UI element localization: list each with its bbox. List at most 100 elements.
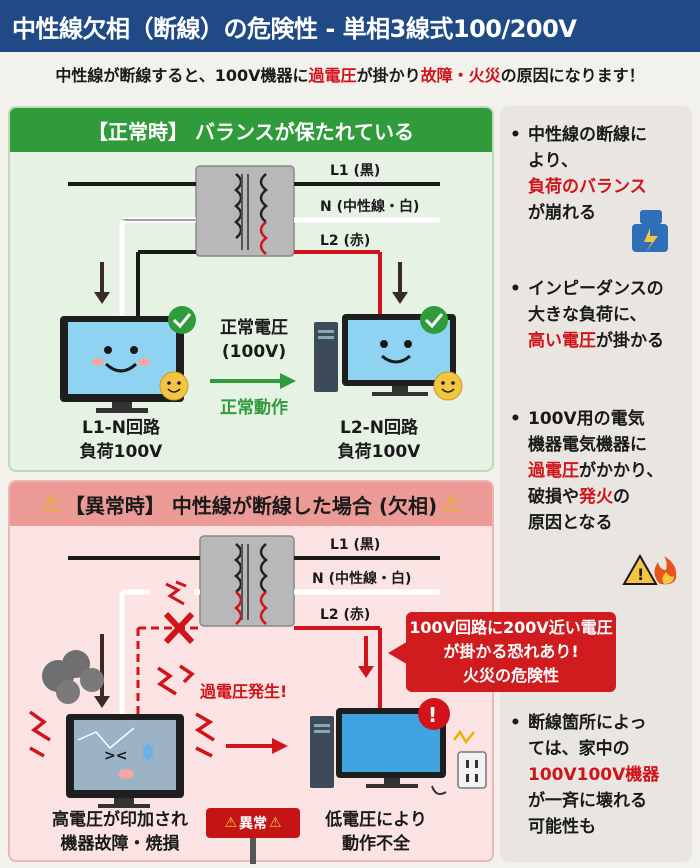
spark-icon [194,712,215,758]
svg-text:!: ! [428,703,437,727]
subtitle-red-1: 過電圧 [308,66,357,85]
right-damage-line-1: 低電圧により [325,810,427,830]
left-circuit-line-2: 負荷100V [79,442,163,462]
side-item-3: •100V用の電気 機器電気機器に 過電圧がかかり、 破損や発火の 原因となる [510,406,688,536]
abnormal-sign: ⚠ 異常 ⚠ [206,808,300,838]
side-text: 断線箇所によっ [528,713,647,733]
warning-icon: ⚠ [269,815,282,831]
side-text: インピーダンスの [528,279,664,299]
wire-label-l2: L2 (赤) [320,607,371,623]
down-arrow-icon [94,634,110,708]
side-text-red: 過電圧 [528,461,579,481]
outlet-icon [431,751,487,795]
side-text: が一斉に壊れる [528,791,647,811]
normal-transformer [195,165,295,257]
down-arrow-icon [358,636,374,678]
spark-icon [156,664,195,696]
normal-voltage-line-2: (100V) [221,342,287,362]
sign-post [250,838,256,864]
smile-face-icon [433,371,463,401]
break-cross-icon [163,611,195,645]
warning-fire-icon: ! [622,553,677,585]
normal-header-text: 【正常時】 バランスが保たれている [88,119,414,144]
side-text: 原因となる [528,513,613,533]
overvoltage-label: 過電圧発生! [200,682,288,701]
side-text: より、 [528,151,578,171]
subtitle-part-3: の原因になります！ [500,66,645,85]
callout-pointer [388,640,410,666]
normal-voltage-line-1: 正常電圧 [220,318,288,338]
subtitle-part-2: が掛かり [356,66,421,85]
smoke-icon [42,650,104,704]
side-text: 大きな負荷に、 [528,305,647,325]
unplug-icon [632,210,668,252]
spark-icon [453,729,475,745]
broken-tv-icon: >< [66,714,184,808]
tv-icon [60,316,184,413]
side-item-2: •インピーダンスの 大きな負荷に、 高い電圧が掛かる [510,276,688,354]
normal-wires [68,182,440,318]
right-damage-line-2: 動作不全 [342,834,410,854]
side-text: 100V用の電気 [528,409,645,429]
warning-icon: ⚠ [441,491,461,517]
right-arrow-icon [226,738,288,754]
side-text-red: 発火 [579,487,613,507]
danger-callout: 100V回路に200V近い電圧 が掛かる恐れあり! 火災の危険性 [406,612,616,692]
down-arrow-icon [94,262,110,304]
callout-line-1: 100V回路に200V近い電圧 [409,618,613,637]
normal-voltage-label: 正常電圧 (100V) [206,316,302,364]
subtitle-red-2: 故障・火災 [420,66,501,85]
side-text-red: 負荷のバランス [528,177,647,197]
abnormal-header-text: 【異常時】 中性線が断線した場合 (欠相) [64,493,438,518]
right-circuit-line-2: 負荷100V [337,442,421,462]
abnormal-transformer [199,535,295,627]
left-circuit-label: L1-N回路 負荷100V [66,416,176,464]
side-panel: •中性線の断線に より、 負荷のバランス が崩れる •インピーダンスの 大きな負… [500,106,692,862]
check-icon [168,306,196,334]
subtitle-part-1: 中性線が断線すると、100V機器に [55,66,309,85]
side-text: ては、家中の [528,739,630,759]
svg-text:!: ! [637,565,644,584]
side-text: 破損や [528,487,579,507]
callout-line-3: 火災の危険性 [462,666,559,685]
side-item-1: •中性線の断線に より、 負荷のバランス が崩れる [510,122,688,226]
right-circuit-line-1: L2-N回路 [340,418,418,438]
page-title: 中性線欠相（断線）の危険性 - 単相3線式100/200V [0,0,700,52]
side-text: が掛かる [596,331,664,351]
normal-status-label: 正常動作 [220,398,288,418]
wire-label-l2: L2 (赤) [320,233,371,249]
side-text: が崩れる [528,203,596,223]
side-text-red: 高い電圧 [528,331,596,351]
left-circuit-line-1: L1-N回路 [82,418,160,438]
side-text: 中性線の断線に [528,125,647,145]
spark-icon [28,710,51,758]
down-arrow-icon [392,262,408,304]
callout-line-2: が掛かる恐れあり! [443,642,579,661]
wire-label-n: N (中性線・白) [320,199,420,215]
abnormal-sign-text: 異常 [239,816,267,832]
abnormal-panel-header: ⚠ 【異常時】 中性線が断線した場合 (欠相) ⚠ [10,482,492,526]
page-title-text: 中性線欠相（断線）の危険性 - 単相3線式100/200V [12,14,577,43]
side-item-4: •断線箇所によっ ては、家中の 100V100V機器 が一斉に壊れる 可能性も [510,710,688,840]
side-text: がかかり、 [579,461,664,481]
spark-icon [165,580,187,606]
svg-text:><: >< [104,748,127,764]
check-icon [420,306,448,334]
side-text: 機器電気機器に [528,435,647,455]
wire-label-n: N (中性線・白) [312,571,412,587]
right-circuit-label: L2-N回路 負荷100V [324,416,434,464]
exclamation-icon: ! [418,698,450,730]
abnormal-wires [68,556,440,716]
left-damage-line-2: 機器故障・焼損 [60,834,180,854]
normal-panel-header: 【正常時】 バランスが保たれている [10,108,492,152]
right-damage-label: 低電圧により 動作不全 [316,808,436,856]
left-damage-line-1: 高電圧が印加され [52,810,188,830]
wire-label-l1: L1 (黒) [330,163,381,179]
wire-label-l1: L1 (黒) [330,537,381,553]
smile-face-icon [159,371,189,401]
left-damage-label: 高電圧が印加され 機器故障・焼損 [40,808,200,856]
subtitle: 中性線が断線すると、100V機器に過電圧が掛かり故障・火災の原因になります！ [0,58,700,94]
side-text: の [613,487,630,507]
warning-icon: ⚠ [224,815,237,831]
